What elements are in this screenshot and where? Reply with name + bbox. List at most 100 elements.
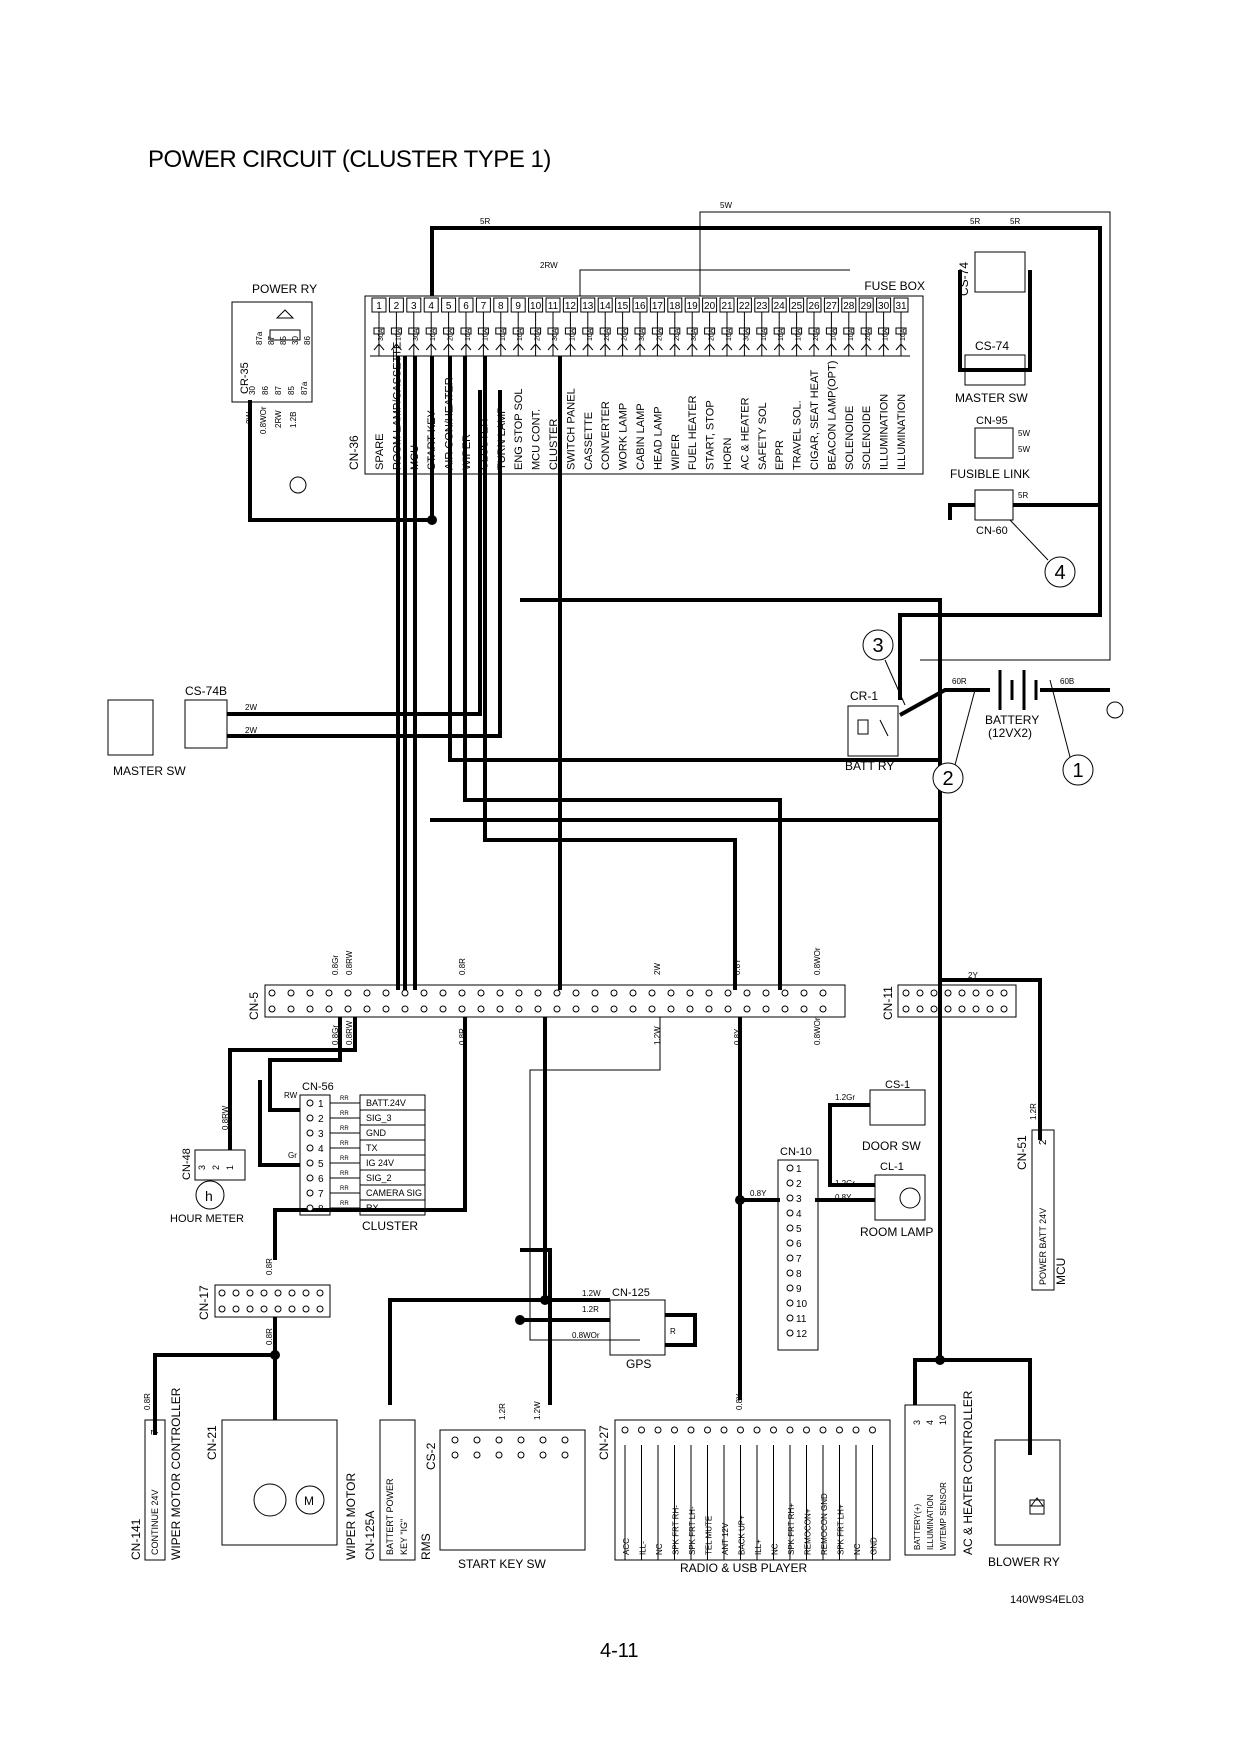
fuse-number: 17 (652, 301, 664, 312)
hour-meter-label: HOUR METER (170, 1213, 244, 1225)
wire (248, 356, 434, 522)
fuse-amp: 30A (691, 328, 698, 341)
pin-number: 1 (796, 1164, 802, 1175)
power-ry-pin: 87 (274, 386, 283, 395)
wire (828, 1103, 875, 1187)
wire (258, 1080, 300, 1167)
wire-label: 5R (1010, 217, 1020, 226)
radio-signal: SPK FRT LH- (688, 1506, 697, 1555)
wire-label: 0.8R (458, 958, 467, 975)
fuse-amp: 10A (395, 328, 402, 341)
pin (786, 1314, 794, 1322)
pin (819, 989, 827, 997)
wire-label: RW (284, 1091, 298, 1100)
pin (648, 989, 656, 997)
room-lamp-label: ROOM LAMP (860, 1225, 933, 1239)
radio-signal: GND (870, 1537, 879, 1555)
pin-number: 2 (1038, 1139, 1049, 1145)
power-ry-pin: 85 (287, 386, 296, 395)
pin (724, 1005, 732, 1013)
pin (287, 989, 295, 997)
wire-label: 1.2Gr (835, 1179, 855, 1188)
fuse-name: ENG STOP SOL (513, 388, 525, 470)
fuse-name: CONVERTER (600, 401, 612, 470)
pin (902, 1005, 910, 1013)
cn21-wiper-motor (221, 1419, 338, 1546)
pin (944, 989, 952, 997)
fuse-name: FUEL HEATER (687, 395, 699, 470)
fuse-amp: 10A (465, 328, 472, 341)
cs74-switch (964, 354, 1026, 386)
pin (401, 989, 409, 997)
fuse-name: SOLENOIDE (861, 406, 873, 470)
cn27-label: CN-27 (597, 1425, 611, 1460)
wire-label: 0.8Gr (331, 955, 340, 975)
cn125-label: CN-125 (612, 1287, 650, 1299)
pin (344, 1005, 352, 1013)
fuse-number: 5 (446, 301, 452, 312)
fuse-name: START KEY (426, 409, 438, 470)
pin-number: 12 (796, 1329, 808, 1340)
pin-number: 6 (318, 1174, 324, 1185)
pin (654, 1426, 662, 1434)
pin (439, 989, 447, 997)
pin (902, 989, 910, 997)
pin (916, 989, 924, 997)
wire-label: 0.8R (265, 1328, 274, 1345)
pin (496, 989, 504, 997)
cs74b-switch (107, 699, 154, 756)
bus-wire (448, 356, 942, 1360)
cluster-signal: BATT.24V (366, 1098, 406, 1108)
wire-label: RR (340, 1096, 349, 1102)
cn125-connector (609, 1299, 666, 1356)
cn5-label: CN-5 (247, 992, 261, 1020)
page-title: POWER CIRCUIT (CLUSTER TYPE 1) (148, 146, 551, 173)
pin-number: 4 (796, 1209, 802, 1220)
wire (913, 1017, 942, 1405)
pin (363, 1005, 371, 1013)
pin (786, 1239, 794, 1247)
wire-label: 0.8RW (345, 1020, 354, 1045)
fuse-number: 24 (774, 301, 786, 312)
fuse-number: 22 (739, 301, 751, 312)
fuse-amp: 10A (430, 328, 437, 341)
pin (382, 1005, 390, 1013)
fuse-number: 8 (498, 301, 504, 312)
fuse-number: 18 (669, 301, 681, 312)
pin (363, 989, 371, 997)
wire-label: 0.8WOr (259, 406, 268, 434)
cn17-label: CN-17 (197, 1285, 211, 1320)
cr35-label: CR-35 (239, 362, 251, 394)
wire-2W (227, 390, 502, 738)
pin (420, 989, 428, 997)
cn51-mcu (1031, 1129, 1055, 1291)
pin (743, 1005, 751, 1013)
cn95-connector (974, 427, 1014, 459)
master-sw-label: MASTER SW (113, 764, 186, 778)
callout-leader (954, 689, 976, 766)
wire-label: 0.8RW (345, 950, 354, 975)
callout-leader (884, 659, 906, 706)
fuse-number: 26 (808, 301, 820, 312)
wiper-controller-label: WIPER MOTOR CONTROLLER (169, 1387, 183, 1560)
radio-label: RADIO & USB PLAYER (680, 1561, 807, 1575)
power-ry-pin: 30 (291, 336, 300, 345)
wire-label: 1.2R (582, 1305, 599, 1314)
wire-label: 5R (970, 217, 980, 226)
pin (268, 989, 276, 997)
pin (306, 1005, 314, 1013)
fuse-name: CASSETTE (583, 412, 595, 470)
fuse-amp: 30A (378, 328, 385, 341)
wire-label: 0.8WOr (572, 1331, 600, 1340)
wiper-motor-label: WIPER MOTOR (344, 1473, 358, 1560)
wire (520, 1248, 552, 1405)
pin (451, 1451, 459, 1459)
wire-2W (227, 390, 482, 716)
pin (572, 989, 580, 997)
pin (288, 1305, 296, 1313)
start-key-label: START KEY SW (458, 1557, 546, 1571)
pin (704, 1426, 711, 1434)
power-ry-pin: 87 (267, 336, 276, 345)
pin (517, 1451, 525, 1459)
pin (958, 1005, 966, 1013)
